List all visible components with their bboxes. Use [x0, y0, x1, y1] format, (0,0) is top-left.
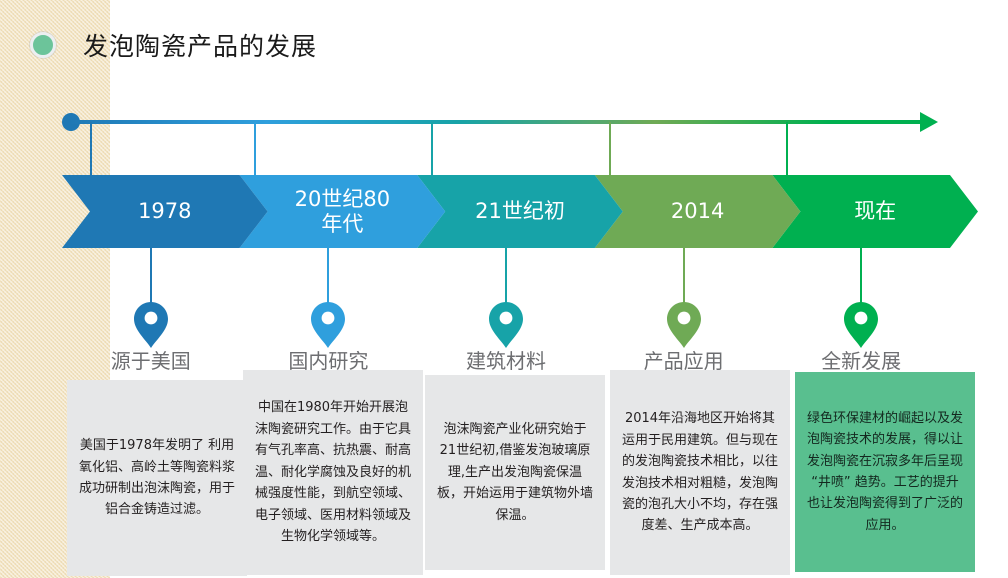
description-text: 泡沫陶瓷产业化研究始于21世纪初,借鉴发泡玻璃原理,生产出发泡陶瓷保温板，开始运…	[437, 421, 594, 523]
timeline-chevron-2[interactable]: 20世纪80年代	[239, 175, 445, 248]
description-box-2: 中国在1980年开始开展泡沫陶瓷研究工作。由于它具有气孔率高、抗热震、耐高温、耐…	[243, 370, 423, 575]
map-pin-icon[interactable]	[666, 302, 701, 348]
timeline-chevron-3[interactable]: 21世纪初	[417, 175, 623, 248]
pin-label-2: 国内研究	[288, 349, 369, 373]
decorative-side-strip	[0, 0, 110, 578]
pin-label-5: 全新发展	[821, 349, 902, 373]
map-pin-icon[interactable]	[844, 302, 879, 348]
description-box-3: 泡沫陶瓷产业化研究始于21世纪初,借鉴发泡玻璃原理,生产出发泡陶瓷保温板，开始运…	[425, 375, 605, 570]
chevron-period-label: 21世纪初	[475, 199, 565, 224]
pin-connector-3	[505, 248, 507, 303]
map-pin-icon[interactable]	[489, 302, 523, 348]
description-box-5: 绿色环保建材的崛起以及发泡陶瓷技术的发展，得以让发泡陶瓷在沉寂多年后呈现 “井喷…	[795, 372, 975, 572]
pin-label-4: 产品应用	[643, 349, 724, 373]
description-box-1: 美国于1978年发明了 利用氧化铝、高岭土等陶瓷料浆成功研制出泡沫陶瓷，用于铝合…	[67, 380, 247, 576]
timeline-axis	[68, 120, 932, 124]
description-text: 绿色环保建材的崛起以及发泡陶瓷技术的发展，得以让发泡陶瓷在沉寂多年后呈现 “井喷…	[807, 410, 964, 533]
description-text: 2014年沿海地区开始将其运用于民用建筑。但与现在的发泡陶瓷技术相比，以往发泡技…	[622, 411, 779, 534]
pin-connector-1	[149, 248, 152, 303]
pin-label-3: 建筑材料	[466, 349, 546, 373]
chevron-period-label: 2014	[670, 199, 725, 224]
axis-connector-2	[253, 122, 256, 175]
pin-connector-4	[682, 248, 685, 303]
pin-label-1: 源于美国	[110, 349, 191, 373]
pin-connector-2	[327, 248, 330, 303]
timeline-chevron-1[interactable]: 1978	[62, 175, 268, 248]
axis-connector-1	[90, 122, 92, 175]
page-title-row: 发泡陶瓷产品的发展	[30, 27, 317, 63]
page-title: 发泡陶瓷产品的发展	[83, 32, 318, 61]
axis-connector-3	[431, 122, 434, 175]
circle-bullet-icon	[30, 32, 56, 58]
chevron-period-label: 1978	[138, 199, 192, 224]
timeline-chevron-5[interactable]: 现在	[772, 175, 978, 248]
chevron-period-label: 20世纪80年代	[294, 187, 391, 236]
axis-connector-5	[786, 122, 789, 175]
description-text: 中国在1980年开始开展泡沫陶瓷研究工作。由于它具有气孔率高、抗热震、耐高温、耐…	[255, 400, 412, 545]
description-text: 美国于1978年发明了 利用氧化铝、高岭土等陶瓷料浆成功研制出泡沫陶瓷，用于铝合…	[79, 438, 236, 518]
pin-connector-5	[860, 248, 863, 303]
map-pin-icon[interactable]	[133, 302, 168, 348]
description-box-4: 2014年沿海地区开始将其运用于民用建筑。但与现在的发泡陶瓷技术相比，以往发泡技…	[610, 370, 790, 575]
axis-arrow-head-icon	[920, 112, 938, 132]
chevron-period-label: 现在	[854, 199, 897, 224]
axis-connector-4	[608, 122, 611, 175]
chevron-ribbon: 1978 20世纪80年代 21世纪初 2014 现在	[62, 175, 978, 248]
map-pin-icon[interactable]	[311, 302, 346, 348]
timeline-chevron-4[interactable]: 2014	[594, 175, 800, 248]
